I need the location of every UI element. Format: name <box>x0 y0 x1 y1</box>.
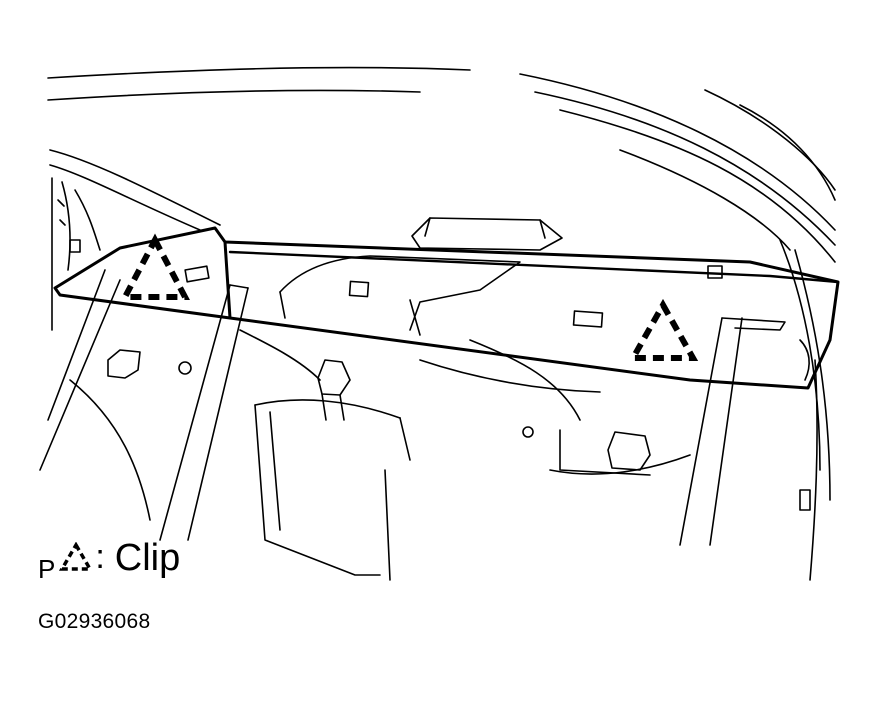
dashed-triangle-icon <box>59 542 94 572</box>
c-pillar-right <box>779 239 831 581</box>
stop-lamp <box>411 217 563 251</box>
c-pillar-left <box>49 149 221 331</box>
legend-label: Clip <box>114 537 181 579</box>
seat-belts <box>39 269 786 546</box>
seatback <box>69 329 691 581</box>
anchor-brackets <box>107 349 651 471</box>
legend: P : Clip <box>38 534 180 582</box>
legend-separator: : <box>95 538 105 576</box>
package-tray <box>53 226 840 390</box>
legend-prefix: P <box>38 554 56 584</box>
clip-marker-left <box>120 233 190 300</box>
clip-marker-right <box>627 298 699 361</box>
roof-lines <box>47 66 836 263</box>
figure-code: G02936068 <box>38 610 151 633</box>
